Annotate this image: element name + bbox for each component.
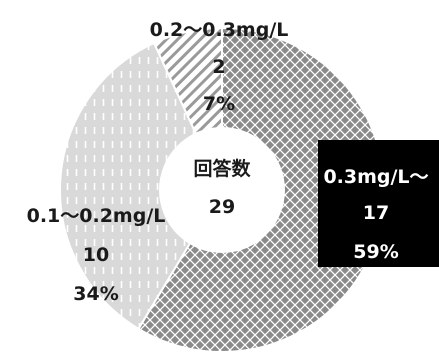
donut-hole [159, 127, 285, 253]
slice-label-count: 2 [212, 56, 225, 78]
slice-label-percent: 34% [73, 283, 118, 305]
center-value: 29 [209, 196, 235, 218]
slice-label-count: 10 [83, 244, 109, 266]
slice-label-name: 0.1〜0.2mg/L [27, 205, 166, 227]
slice-label-background [318, 140, 439, 267]
slice-label-name: 0.2〜0.3mg/L [150, 19, 289, 41]
slice-label-name: 0.3mg/L〜 [323, 166, 428, 188]
center-title: 回答数 [193, 157, 251, 180]
slice-label-percent: 7% [203, 93, 235, 115]
slice-label-percent: 59% [353, 241, 398, 263]
slice-label-count: 17 [363, 202, 389, 224]
pie-slice [59, 41, 224, 331]
